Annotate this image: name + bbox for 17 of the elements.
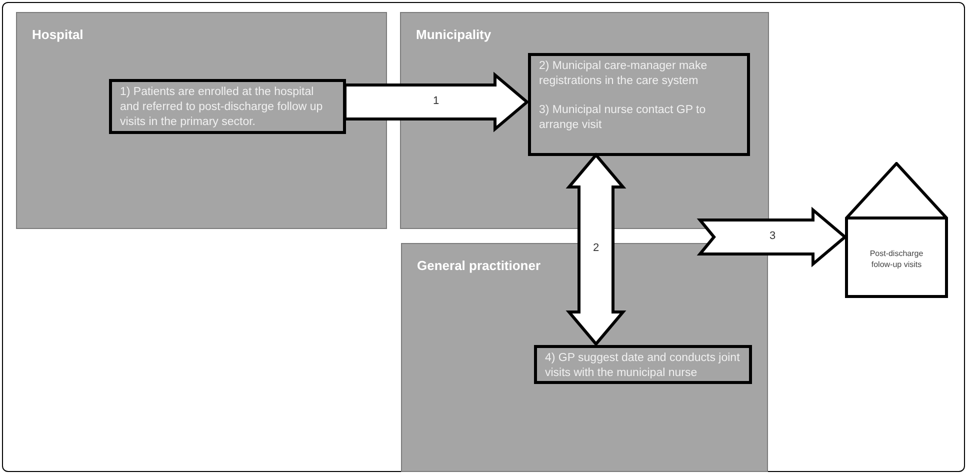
step-box <box>109 79 346 134</box>
step-text: 2) Municipal care-manager make registrations in the care system <box>539 59 708 89</box>
panel-title: Municipality <box>416 26 492 44</box>
house-label: Post-discharge folow-up visits <box>868 248 924 270</box>
panel <box>400 12 769 229</box>
step-text: 3) Municipal nurse contact GP to arrange visit <box>539 103 707 133</box>
panel <box>16 12 387 229</box>
step-text: 4) GP suggest date and conducts joint visits with the municipal nurse <box>545 351 741 381</box>
step-text: 1) Patients are enrolled at the hospital and referred to post-discharge follow up visits in the primary sector. <box>120 85 324 130</box>
step-box <box>534 345 752 384</box>
panel-title: General practitioner <box>417 257 541 275</box>
step-box <box>528 53 750 156</box>
block-arrow <box>566 152 626 346</box>
block-arrow <box>696 206 848 268</box>
panel <box>401 243 768 472</box>
block-arrow <box>344 72 530 132</box>
panel-title: Hospital <box>32 26 84 44</box>
